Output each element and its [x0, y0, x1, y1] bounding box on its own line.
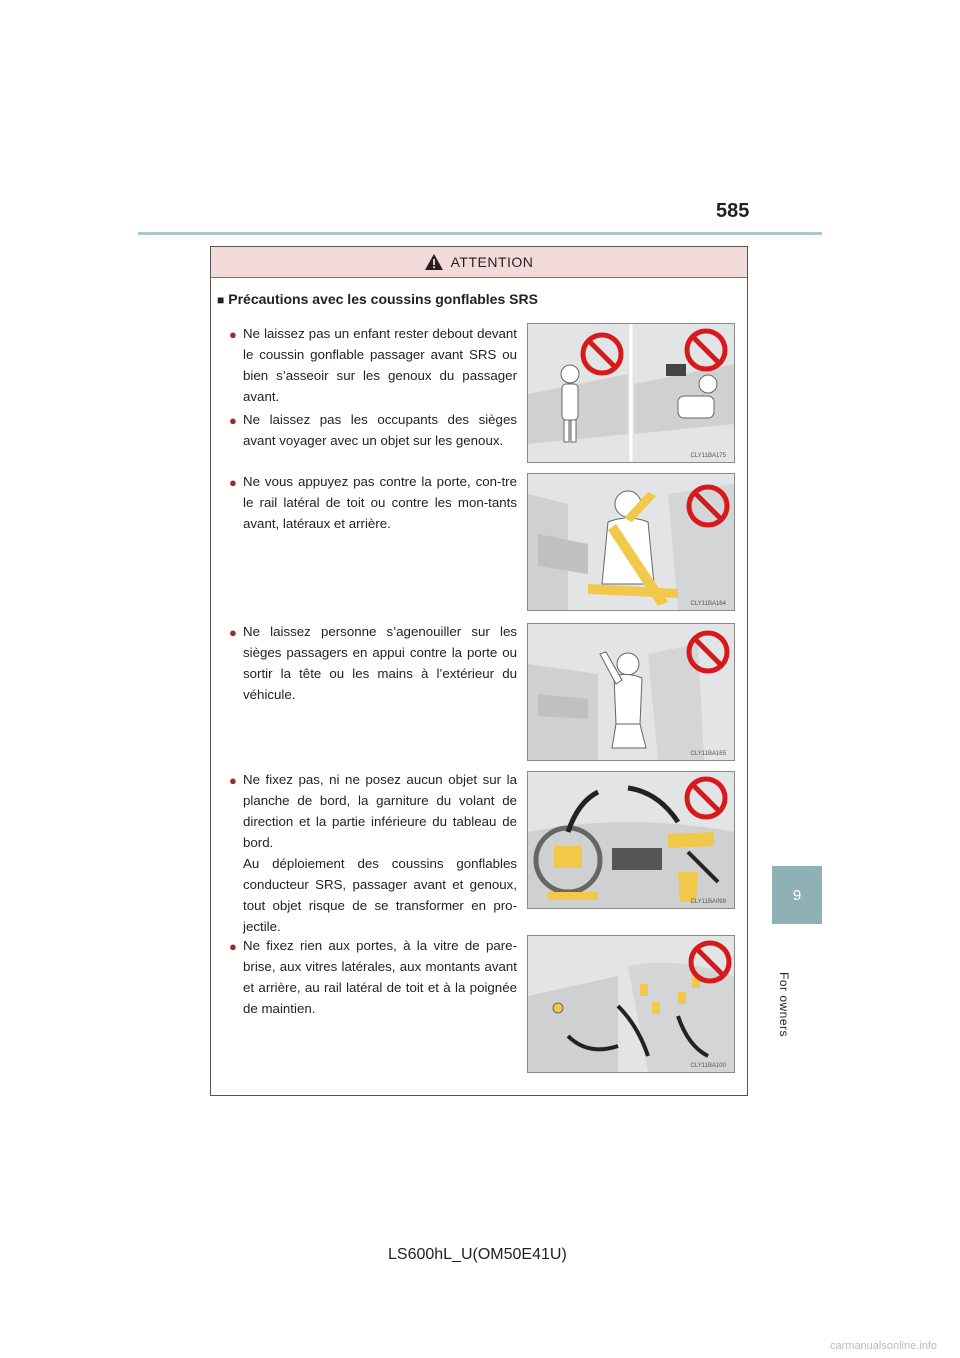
figure-code: CLY11BA175 — [691, 453, 727, 459]
prohibition-icon — [580, 332, 624, 376]
illustration-child-airbag: CLY11BA175 — [527, 323, 735, 463]
subtitle-text: Précautions avec les coussins gonflables… — [228, 291, 538, 307]
attention-box: ATTENTION ■Précautions avec les coussins… — [210, 246, 748, 1096]
illustration-door-objects: CLY11BA100 — [527, 935, 735, 1073]
chapter-label: For owners — [777, 972, 791, 1038]
figure-code: CLY11BA164 — [691, 601, 727, 607]
list-item: ● Ne laissez personne s’agenouiller sur … — [229, 621, 517, 705]
list-item: ● Ne laissez pas un enfant rester debout… — [229, 323, 517, 407]
illustration-leaning-door: CLY11BA164 — [527, 473, 735, 611]
figure-code: CLY11BA100 — [691, 1063, 727, 1069]
manual-code: LS600hL_U(OM50E41U) — [388, 1246, 567, 1263]
bullet-icon: ● — [229, 939, 237, 954]
item-text: Ne laissez pas les occupants des sièges … — [243, 412, 517, 448]
chapter-tab: 9 — [772, 866, 822, 924]
bullet-icon: ● — [229, 625, 237, 640]
section-subtitle: ■Précautions avec les coussins gonflable… — [217, 291, 538, 307]
header-rule — [138, 232, 822, 235]
bullet-icon: ● — [229, 773, 237, 788]
item-text: Ne vous appuyez pas contre la porte, con… — [243, 474, 517, 531]
bullet-icon: ● — [229, 327, 237, 342]
figure-code: CLY11BA099 — [691, 899, 727, 905]
figure-code: CLY11BA165 — [691, 751, 727, 757]
item-text: Ne laissez personne s’agenouiller sur le… — [243, 624, 517, 702]
list-item: ● Ne vous appuyez pas contre la porte, c… — [229, 471, 517, 534]
subtitle-marker: ■ — [217, 293, 225, 307]
page-number: 585 — [716, 200, 750, 222]
illustration-kneeling-seat: CLY11BA165 — [527, 623, 735, 761]
item-text: Au déploiement des coussins gonflables c… — [243, 856, 517, 934]
watermark: carmanualsonline.info — [830, 1340, 938, 1352]
list-item-continuation: Au déploiement des coussins gonflables c… — [229, 853, 517, 937]
bullet-icon: ● — [229, 475, 237, 490]
list-item: ● Ne fixez rien aux portes, à la vitre d… — [229, 935, 517, 1019]
bullet-icon: ● — [229, 413, 237, 428]
item-text: Ne laissez pas un enfant rester debout d… — [243, 326, 517, 404]
warning-icon — [424, 254, 443, 270]
item-text: Ne fixez rien aux portes, à la vitre de … — [243, 938, 517, 1016]
illustration-dashboard-objects: CLY11BA099 — [527, 771, 735, 909]
item-text: Ne fixez pas, ni ne posez aucun objet su… — [243, 772, 517, 850]
attention-header: ATTENTION — [211, 247, 747, 278]
list-item: ● Ne fixez pas, ni ne posez aucun objet … — [229, 769, 517, 853]
list-item: ● Ne laissez pas les occupants des siège… — [229, 409, 517, 451]
attention-title: ATTENTION — [450, 254, 534, 270]
